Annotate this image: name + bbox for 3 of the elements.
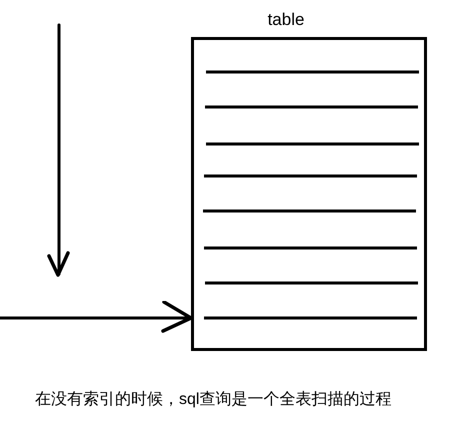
table-label: table — [268, 10, 304, 30]
caption: 在没有索引的时候，sql查询是一个全表扫描的过程 — [35, 390, 392, 409]
arrow — [0, 300, 193, 333]
